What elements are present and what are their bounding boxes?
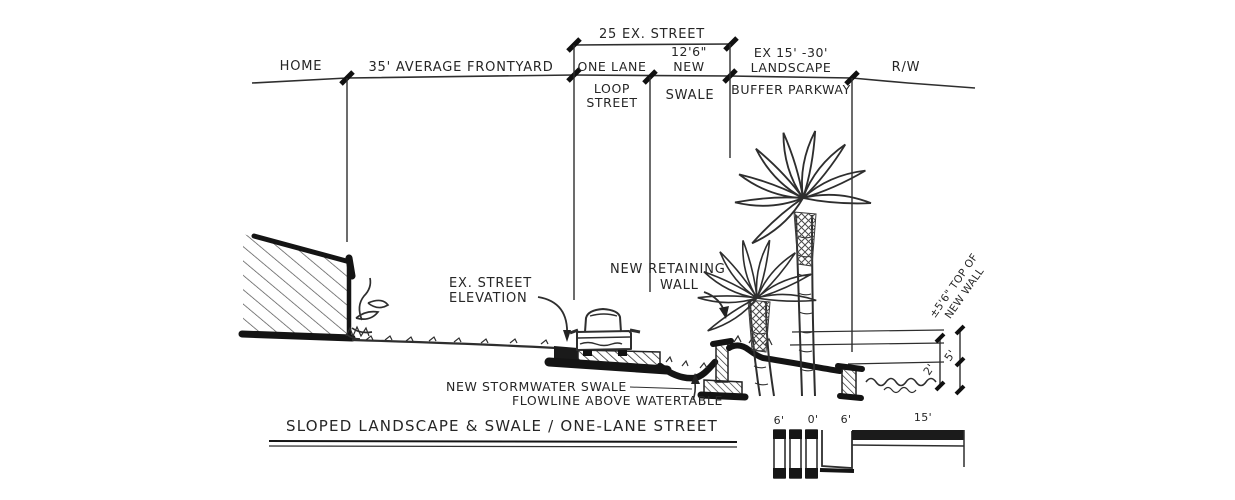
leader-line (629, 386, 693, 390)
loop-label: LOOP (594, 81, 630, 96)
stormwater-line1: NEW STORMWATER SWALE (446, 379, 627, 394)
palm-trees (697, 130, 872, 397)
ground-profile (351, 329, 945, 401)
scale-solid-bar (852, 430, 964, 440)
footing-base-line (697, 391, 749, 401)
shrub-leaf (367, 299, 390, 309)
arrowhead-down (563, 330, 571, 342)
house-hatch-fill (243, 234, 350, 336)
new-word-label: NEW (673, 59, 704, 74)
callout-street-elevation: EX. STREET ELEVATION (449, 276, 571, 342)
car-wheel (583, 350, 592, 356)
arrowhead-up (691, 373, 700, 384)
retaining-line1: NEW RETAINING (610, 262, 726, 277)
dim-2ft-group: 2' (921, 361, 938, 377)
street-elevation-line1: EX. STREET (449, 276, 532, 291)
palm-fronds (697, 239, 817, 332)
scale-bar: 6' 0' 6' 15' (773, 411, 965, 479)
lower-wall-stem (841, 367, 857, 397)
car-tailgate-lines (577, 336, 631, 347)
leader-line (537, 296, 568, 337)
tick-mark (723, 36, 739, 52)
frontyard-label: 35' AVERAGE FRONTYARD (368, 60, 553, 75)
title-underline-2 (268, 445, 738, 448)
palm-fronds (734, 130, 872, 245)
street-bracket-line (573, 43, 732, 46)
water-line (865, 377, 937, 387)
ex-street-width-label: 25 EX. STREET (599, 27, 705, 42)
lower-wall-cap (835, 363, 865, 372)
scale-label-15: 15' (914, 411, 932, 424)
car-cab-outline (584, 308, 622, 333)
palm-tree-tall (734, 130, 872, 397)
shrub-leaf (355, 310, 380, 320)
right-of-way-label: R/W (892, 60, 921, 75)
house-section (238, 233, 356, 342)
wall-height-dimensions: 2' 5' ±5'6" TOP OF NEW WALL (921, 252, 987, 396)
drawing-title: SLOPED LANDSCAPE & SWALE / ONE-LANE STRE… (268, 417, 738, 448)
shrub-stem (358, 277, 372, 321)
scale-label-6b: 6' (841, 413, 852, 426)
scale-label-0: 0' (808, 413, 819, 426)
wall-top-note: ±5'6" TOP OF NEW WALL (928, 252, 987, 322)
landscape-label: LANDSCAPE (751, 60, 832, 75)
dim-5ft-label: 5' (942, 347, 959, 363)
title-underline-1 (268, 440, 738, 443)
scale-bar-edge (851, 430, 965, 467)
title-text: SLOPED LANDSCAPE & SWALE / ONE-LANE STRE… (286, 417, 718, 435)
callout-retaining-wall: NEW RETAINING WALL (610, 262, 729, 319)
tick-mark (934, 324, 966, 396)
yard-ground-line (351, 338, 557, 350)
palm-crown-base (747, 299, 771, 353)
buffer-parkway-label: BUFFER PARKWAY (731, 82, 851, 97)
retaining-line2: WALL (660, 278, 699, 293)
shrub-sketch (345, 277, 390, 340)
car-sketch (569, 308, 641, 356)
grade-reference-lines (789, 329, 945, 365)
palm-tree-short (697, 239, 817, 397)
new-swale-width-label: 12'6" (671, 44, 707, 59)
car-body (576, 330, 632, 351)
water-line-2 (883, 386, 917, 394)
arrowhead-down (719, 306, 729, 319)
callout-stormwater-swale: NEW STORMWATER SWALE FLOWLINE ABOVE WATE… (446, 373, 723, 408)
car-wheel (618, 350, 627, 356)
street-elevation-line2: ELEVATION (449, 291, 528, 306)
home-label: HOME (280, 59, 323, 74)
dimension-system: 25 EX. STREET HOME 35' AVERAGE FRONTYARD… (251, 27, 976, 352)
shrub-grass-tuft (345, 325, 370, 338)
one-lane-label: ONE LANE (578, 59, 647, 74)
loop-street-label: STREET (586, 95, 637, 110)
scale-channel-base (819, 468, 855, 473)
house-roof-line (251, 233, 353, 265)
palm-crown-base (793, 211, 817, 267)
landscape-range-label: EX 15' -30' (754, 45, 828, 60)
scale-label-6a: 6' (774, 414, 785, 427)
stormwater-line2: FLOWLINE ABOVE WATERTABLE (512, 393, 723, 408)
swale-grass-tufts (665, 355, 708, 369)
car-mirrors (569, 328, 641, 335)
dim-2ft-label: 2' (921, 361, 938, 377)
scale-posts (773, 429, 818, 479)
swale-label: SWALE (666, 88, 715, 103)
house-floor-line (238, 330, 356, 342)
car-rear-window (589, 313, 618, 317)
yard-grass-tufts (365, 335, 549, 345)
retaining-wall-cap (710, 338, 734, 347)
scale-channel (821, 430, 853, 469)
lower-wall-base (837, 393, 864, 401)
street-base-line (544, 357, 672, 375)
parkway-ground-line (726, 342, 843, 374)
dim-5ft-group: 5' (942, 347, 959, 363)
